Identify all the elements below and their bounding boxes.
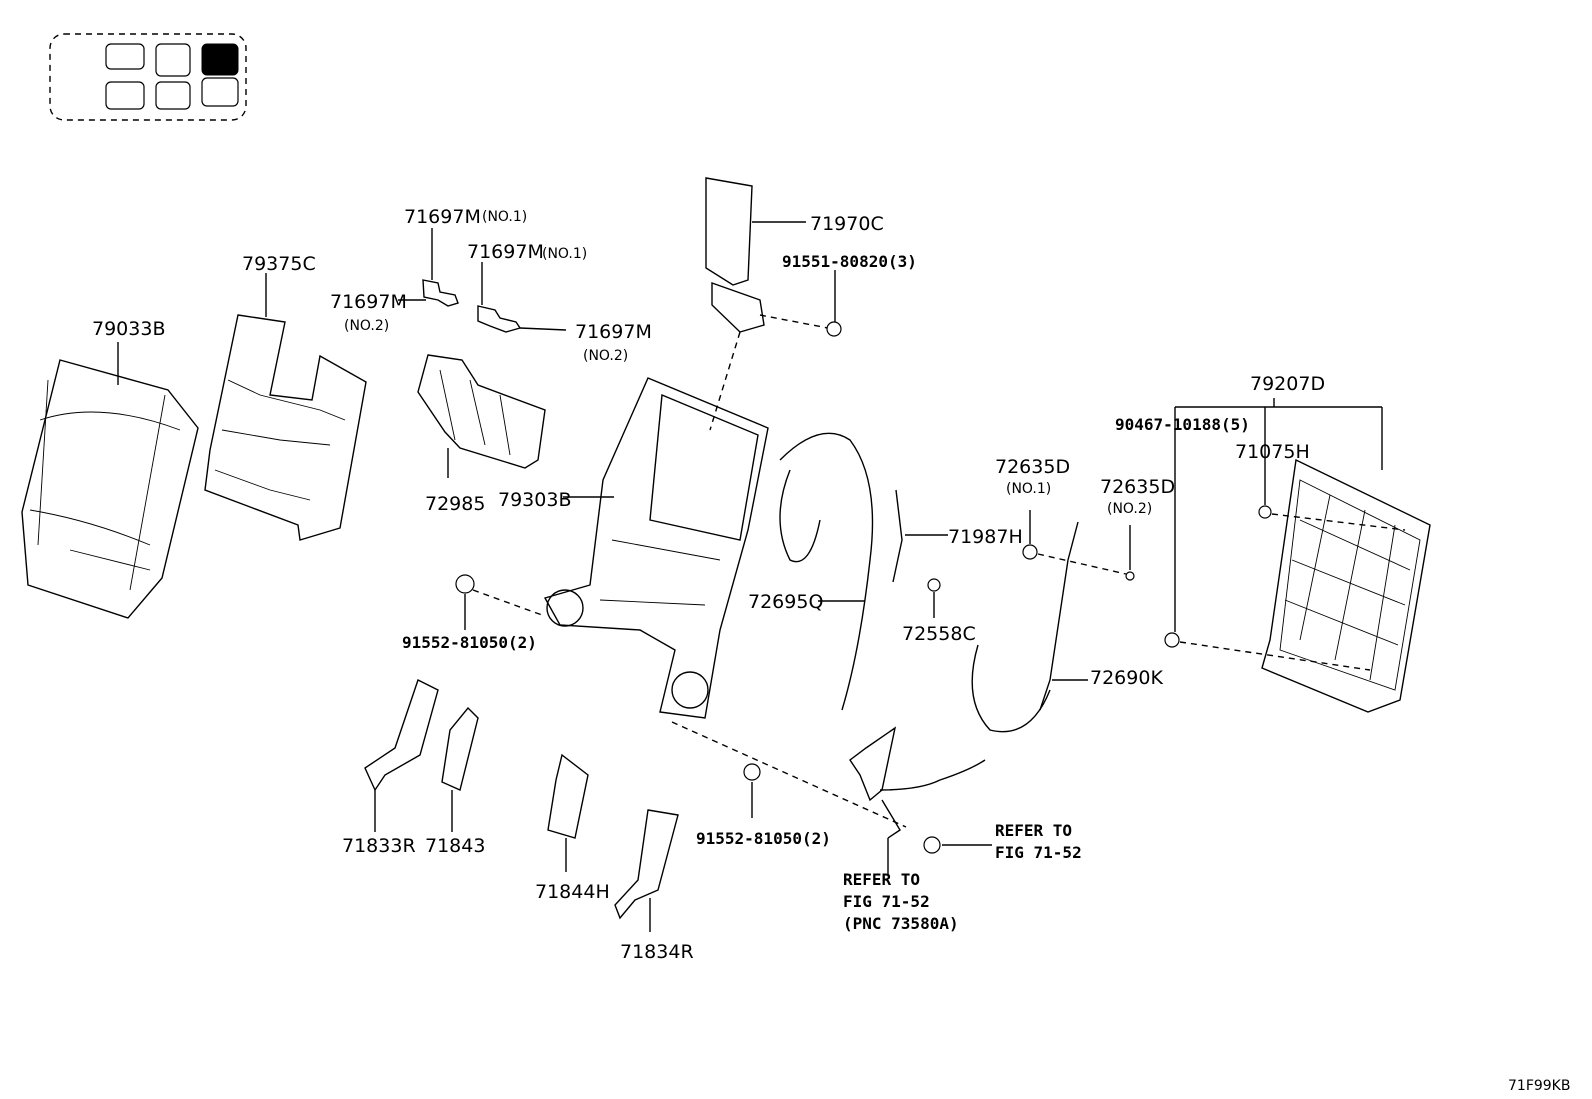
label-72635D-a-note: (NO.1) [1006, 481, 1051, 497]
seat-back-board-part [1164, 398, 1431, 713]
label-71970C: 71970C [810, 213, 884, 235]
label-79207D: 79207D [1250, 373, 1325, 395]
seat-position-indicator [49, 33, 247, 121]
label-72635D-b: 72635D [1100, 476, 1175, 498]
label-90467-10188: 90467-10188(5) [1115, 415, 1250, 434]
label-71844H: 71844H [535, 881, 610, 903]
label-71834R: 71834R [620, 941, 694, 963]
label-79375C: 79375C [242, 253, 316, 275]
label-71843: 71843 [425, 835, 485, 857]
label-71697M-c-note: (NO.2) [344, 318, 389, 334]
refer-right-line1: REFER TO [995, 821, 1072, 840]
label-71697M-c: 71697M [330, 291, 407, 313]
label-79033B: 79033B [92, 318, 165, 340]
lower-covers [364, 679, 761, 932]
label-71987H: 71987H [948, 526, 1023, 548]
seat-back-frame-part [455, 377, 907, 828]
label-72985: 72985 [425, 493, 485, 515]
refer-bottom-line2: FIG 71-52 [843, 892, 930, 911]
refer-bottom-line3: (PNC 73580A) [843, 914, 959, 933]
label-71697M-d: 71697M [575, 321, 652, 343]
cables [779, 432, 1135, 733]
label-71697M-a: 71697M [404, 206, 481, 228]
bracket-72985-part [417, 354, 546, 478]
label-71697M-a-note: (NO.1) [482, 209, 527, 225]
label-91552-81050-a: 91552-81050(2) [402, 633, 537, 652]
highlighted-seat-icon [201, 43, 239, 76]
seat-back-pad-part [204, 273, 367, 541]
label-72558C: 72558C [902, 623, 976, 645]
label-71075H: 71075H [1235, 441, 1310, 463]
label-79303B: 79303B [498, 489, 571, 511]
label-72690K: 72690K [1090, 667, 1163, 689]
small-brackets-71697M [398, 228, 567, 333]
label-71697M-b-note: (NO.1) [542, 246, 587, 262]
refer-bottom-line1: REFER TO [843, 870, 920, 889]
headrest-bracket-part [705, 177, 842, 431]
label-72635D-b-note: (NO.2) [1107, 501, 1152, 517]
diagram-code: 71F99KB [1508, 1078, 1570, 1094]
label-71697M-b: 71697M [467, 241, 544, 263]
seat-belt-harness [849, 726, 992, 875]
label-72695Q: 72695Q [748, 591, 823, 613]
seat-back-cover-part [21, 342, 199, 619]
label-72635D-a: 72635D [995, 456, 1070, 478]
label-71833R: 71833R [342, 835, 416, 857]
refer-right-line2: FIG 71-52 [995, 843, 1082, 862]
label-71697M-d-note: (NO.2) [583, 348, 628, 364]
label-91552-81050-b: 91552-81050(2) [696, 829, 831, 848]
label-91551-80820: 91551-80820(3) [782, 252, 917, 271]
